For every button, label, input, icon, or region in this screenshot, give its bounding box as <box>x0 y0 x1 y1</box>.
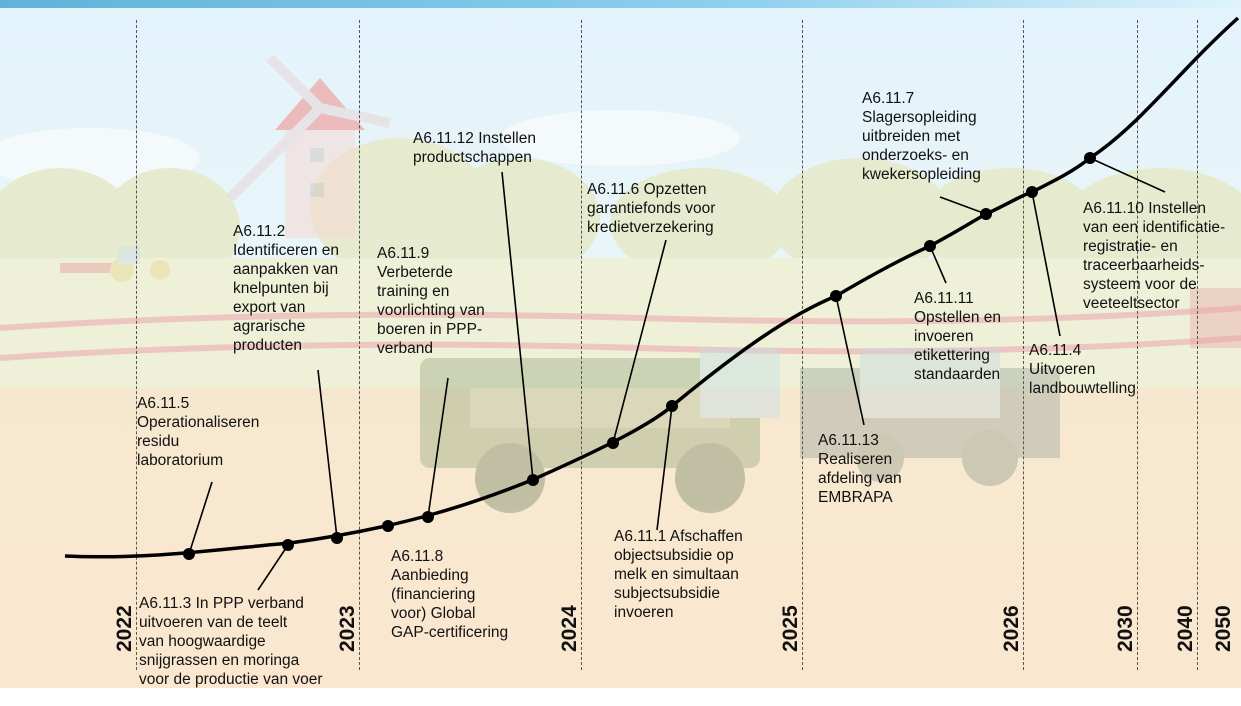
connector-line <box>317 369 338 539</box>
milestone-dot <box>607 437 619 449</box>
milestone-label-a6-11-7: A6.11.7 Slagersopleiding uitbreiden met … <box>862 90 981 183</box>
year-divider-line <box>359 20 360 670</box>
connector-line <box>612 239 667 444</box>
milestone-dot <box>331 532 343 544</box>
year-divider-line <box>1137 20 1138 670</box>
connector-line <box>427 377 449 518</box>
top-accent-bar <box>0 0 1241 8</box>
milestone-label-a6-11-2: A6.11.2 Identificeren en aanpakken van k… <box>233 223 339 354</box>
milestone-dot <box>830 290 842 302</box>
milestone-dot <box>382 520 394 532</box>
milestone-dot <box>422 511 434 523</box>
milestone-label-a6-11-4: A6.11.4 Uitvoeren landbouwtelling <box>1029 342 1136 397</box>
connector-line <box>1089 157 1166 193</box>
milestone-dot <box>666 400 678 412</box>
connector-line <box>656 405 673 531</box>
milestone-dot <box>980 208 992 220</box>
milestone-label-a6-11-5: A6.11.5 Operationaliseren residu laborat… <box>137 395 260 469</box>
milestone-dot <box>924 240 936 252</box>
milestone-label-a6-11-13: A6.11.13 Realiseren afdeling van EMBRAPA <box>818 432 902 506</box>
year-label: 2022 <box>113 605 136 652</box>
connector-line <box>929 245 947 284</box>
milestone-label-a6-11-12: A6.11.12 Instellen productschappen <box>413 130 536 166</box>
year-divider-line <box>1197 20 1198 670</box>
year-label: 2024 <box>558 605 581 652</box>
year-label: 2025 <box>779 605 802 652</box>
milestone-label-a6-11-9: A6.11.9 Verbeterde training en voorlicht… <box>377 245 485 357</box>
connector-line <box>257 544 289 591</box>
milestone-label-a6-11-11: A6.11.11 Opstellen en invoeren etiketter… <box>914 290 1002 383</box>
year-label: 2040 <box>1174 605 1197 652</box>
year-divider-line <box>802 20 803 670</box>
milestone-label-a6-11-10: A6.11.10 Instellen van een identificatie… <box>1083 200 1226 312</box>
year-divider-line <box>136 20 137 670</box>
year-label: 2050 <box>1212 605 1235 652</box>
milestone-dot <box>183 548 195 560</box>
milestone-dot <box>1084 152 1096 164</box>
farm-background-illustration <box>0 8 1241 688</box>
milestone-label-a6-11-3: A6.11.3 In PPP verband uitvoeren van de … <box>139 595 323 688</box>
bottom-white-strip <box>0 688 1241 706</box>
year-divider-line <box>581 20 582 670</box>
milestone-dot <box>1026 186 1038 198</box>
connector-line <box>188 481 213 555</box>
connector-line <box>501 171 534 481</box>
milestone-label-a6-11-8: A6.11.8 Aanbieding (financiering voor) G… <box>391 548 509 641</box>
connector-line <box>1031 191 1061 337</box>
connector-line <box>939 196 987 215</box>
milestone-label-a6-11-1: A6.11.1 Afschaffen objectsubsidie op mel… <box>614 528 743 621</box>
connector-line <box>835 295 865 426</box>
year-label: 2030 <box>1114 605 1137 652</box>
year-label: 2023 <box>336 605 359 652</box>
milestone-dot <box>527 474 539 486</box>
milestone-dot <box>282 539 294 551</box>
milestone-label-a6-11-6: A6.11.6 Opzetten garantiefonds voor kred… <box>587 181 716 236</box>
year-divider-line <box>1023 20 1024 670</box>
year-label: 2026 <box>1000 605 1023 652</box>
